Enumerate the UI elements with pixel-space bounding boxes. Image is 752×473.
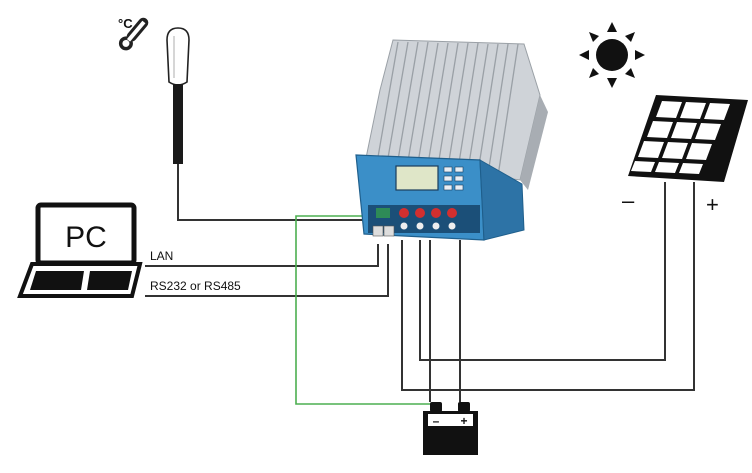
temperature-sensor-probe: [166, 27, 190, 164]
pc-label: PC: [65, 221, 107, 254]
serial-label: RS232 or RS485: [150, 279, 241, 293]
solar-panel-icon: [628, 95, 748, 182]
battery-plus-label: +: [460, 414, 467, 428]
solar-positive-wire: [401, 182, 695, 391]
thermometer-icon: °C: [118, 16, 149, 51]
battery-icon: – +: [423, 402, 478, 455]
controller-display: [395, 165, 439, 191]
controller-buttons: [443, 166, 464, 191]
laptop-icon: PC: [17, 202, 143, 298]
battery-sensor-wire: [295, 215, 439, 412]
mppt-controller: [355, 39, 548, 241]
lan-label: LAN: [150, 249, 173, 263]
temp-unit-label: °C: [118, 16, 133, 31]
serial-cable: [145, 244, 389, 297]
solar-minus-label: –: [622, 188, 635, 213]
sun-icon: [579, 22, 645, 88]
solar-negative-wire: [419, 182, 666, 361]
battery-minus-label: –: [433, 414, 440, 428]
heatsink: [365, 39, 548, 190]
solar-plus-label: +: [706, 192, 719, 217]
temperature-sensor-wire: [177, 164, 366, 221]
lan-cable: [145, 244, 379, 267]
controller-terminals: [372, 208, 457, 237]
